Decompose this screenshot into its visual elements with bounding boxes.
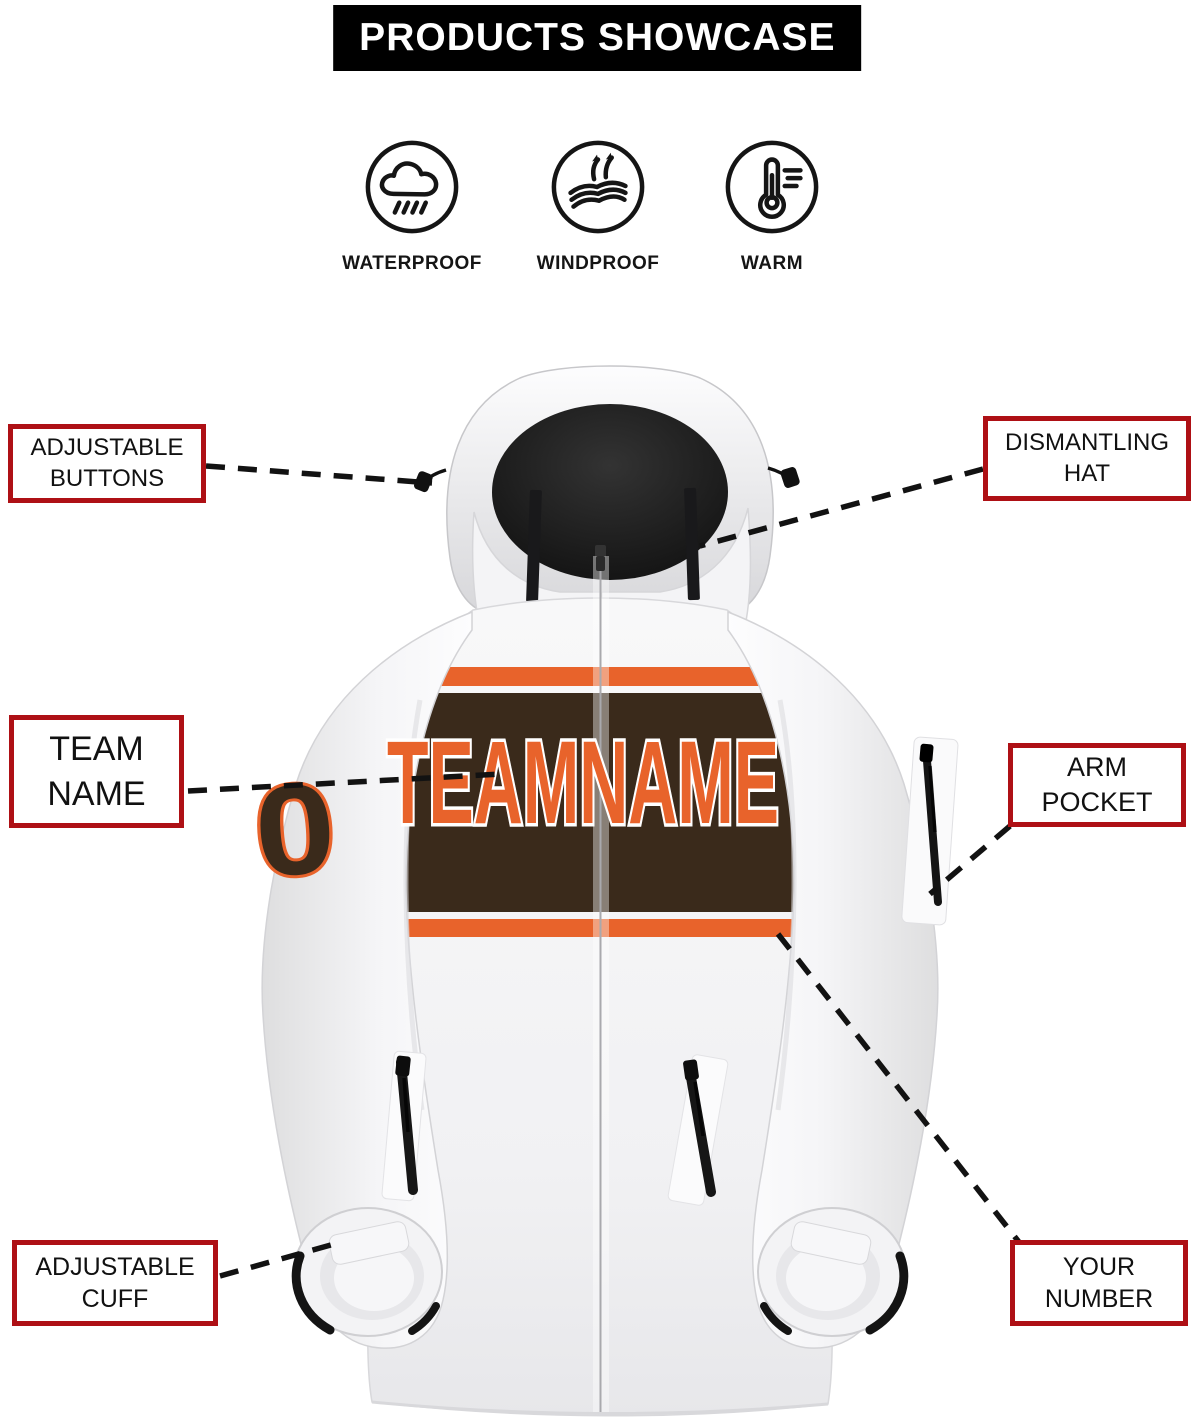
arm-pocket-zipper <box>901 736 959 926</box>
callout-adjustable-cuff: ADJUSTABLE CUFF <box>12 1240 218 1326</box>
hood-mesh-lining <box>492 404 728 580</box>
cuff-strap-left <box>328 1221 410 1265</box>
pocket-zipper-left <box>381 1050 427 1202</box>
feature-label: WARM <box>740 253 804 274</box>
sleeve-number-text: 0 <box>250 756 340 904</box>
waterproof-icon <box>365 140 459 234</box>
page-title: PRODUCTS SHOWCASE <box>333 5 862 71</box>
callout-lines <box>187 463 1025 1279</box>
pocket-zipper-right <box>667 1054 729 1206</box>
hood-toggle-left <box>413 468 447 493</box>
collar-zipper-tape-left <box>526 489 542 603</box>
line-dismantling-hat <box>699 466 984 549</box>
callout-label: DISMANTLING HAT <box>1004 428 1169 487</box>
cuff-right <box>757 1207 909 1337</box>
callout-label: ADJUSTABLE CUFF <box>35 1253 195 1313</box>
callout-team-name: TEAM NAME <box>9 715 184 828</box>
feature-label: WINDPROOF <box>536 253 660 274</box>
cuff-strap-right <box>790 1221 872 1265</box>
callout-adjustable-buttons: ADJUSTABLE BUTTONS <box>8 424 206 503</box>
feature-label: WATERPROOF <box>342 253 482 274</box>
callout-label: ADJUSTABLE BUTTONS <box>30 433 184 492</box>
cuff-left <box>291 1207 443 1337</box>
line-adjustable-buttons <box>205 463 433 486</box>
callout-arm-pocket: ARM POCKET <box>1008 743 1186 827</box>
front-zipper <box>593 556 609 1412</box>
line-your-number <box>775 932 1025 1248</box>
feature-waterproof: WATERPROOF <box>330 138 494 275</box>
line-team-name <box>187 771 503 794</box>
windproof-icon <box>551 140 645 234</box>
collar-zipper-tape-right <box>684 487 700 601</box>
line-arm-pocket <box>928 823 1012 897</box>
line-adjustable-cuff <box>219 1240 339 1279</box>
feature-warm: WARM <box>690 138 854 275</box>
team-name-text: TEAMNAME <box>387 717 779 849</box>
callout-label: ARM POCKET <box>1041 752 1153 817</box>
feature-windproof: WINDPROOF <box>516 138 680 275</box>
hood-toggle-right <box>767 466 800 488</box>
callout-label: TEAM NAME <box>47 730 146 813</box>
callout-label: YOUR NUMBER <box>1044 1253 1154 1313</box>
warm-icon <box>725 140 819 234</box>
callout-your-number: YOUR NUMBER <box>1010 1240 1188 1326</box>
callout-dismantling-hat: DISMANTLING HAT <box>983 416 1191 501</box>
